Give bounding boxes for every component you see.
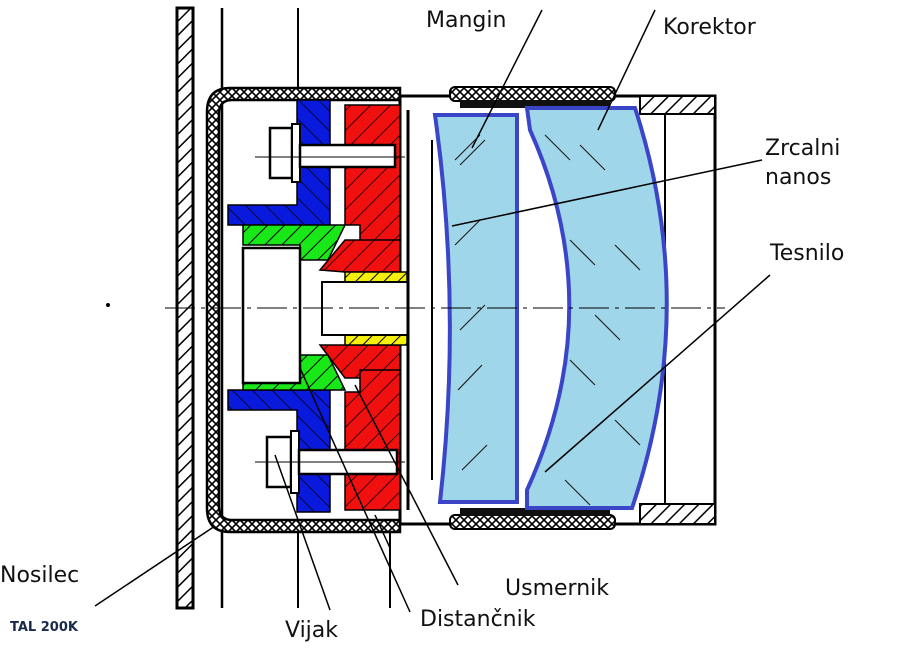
housing bbox=[205, 86, 402, 534]
bolts bbox=[255, 123, 405, 494]
label-mangin: Mangin bbox=[426, 8, 507, 33]
label-distancnik: Distančnik bbox=[420, 607, 536, 632]
label-usmernik: Usmernik bbox=[505, 576, 609, 601]
label-korektor: Korektor bbox=[663, 15, 756, 40]
label-tesnilo: Tesnilo bbox=[770, 241, 845, 266]
label-vijak: Vijak bbox=[285, 618, 339, 643]
dot bbox=[106, 303, 110, 307]
label-zrcalni: Zrcalni bbox=[765, 136, 841, 161]
glass-marks bbox=[454, 134, 641, 506]
label-nanos: nanos bbox=[765, 165, 832, 190]
mangin-lens bbox=[432, 113, 519, 504]
label-nosilec: Nosilec bbox=[0, 563, 80, 588]
leader-lines bbox=[94, 9, 771, 613]
model-label: TAL 200K bbox=[10, 620, 78, 635]
